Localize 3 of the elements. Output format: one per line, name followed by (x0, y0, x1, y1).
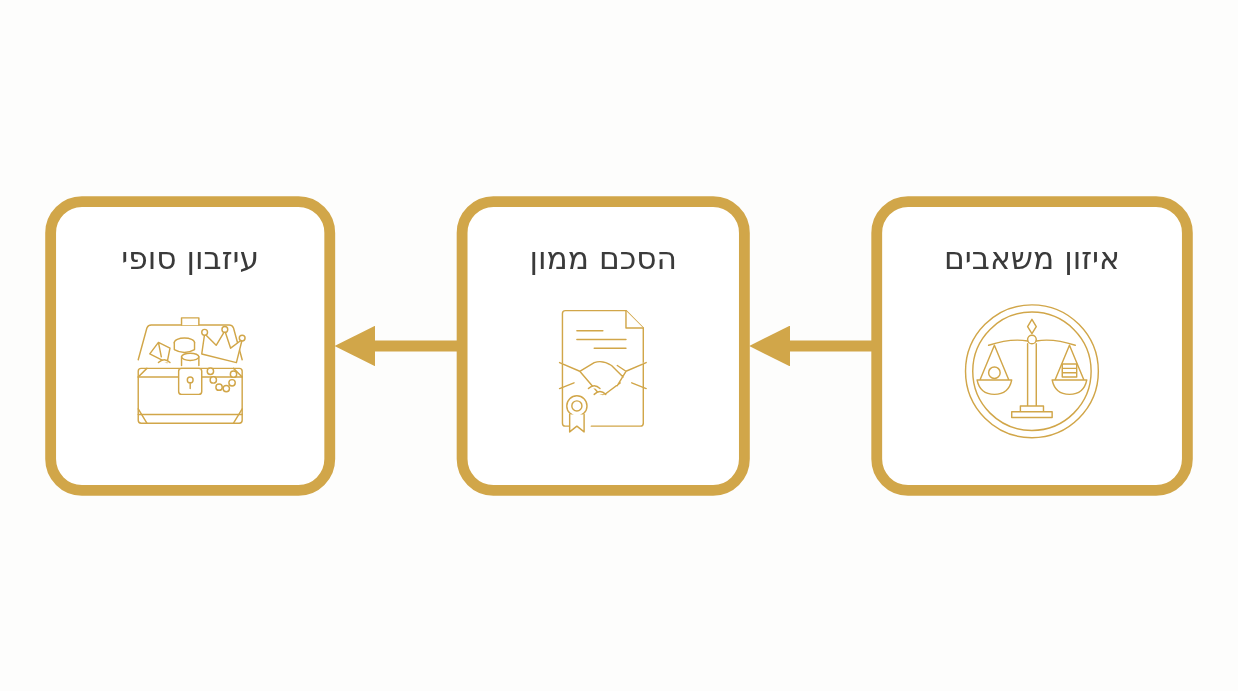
node-box: עיזבון סופי (45, 195, 336, 496)
node-box: איזון משאבים (871, 195, 1193, 496)
node-box: הסכם ממון (456, 195, 750, 496)
